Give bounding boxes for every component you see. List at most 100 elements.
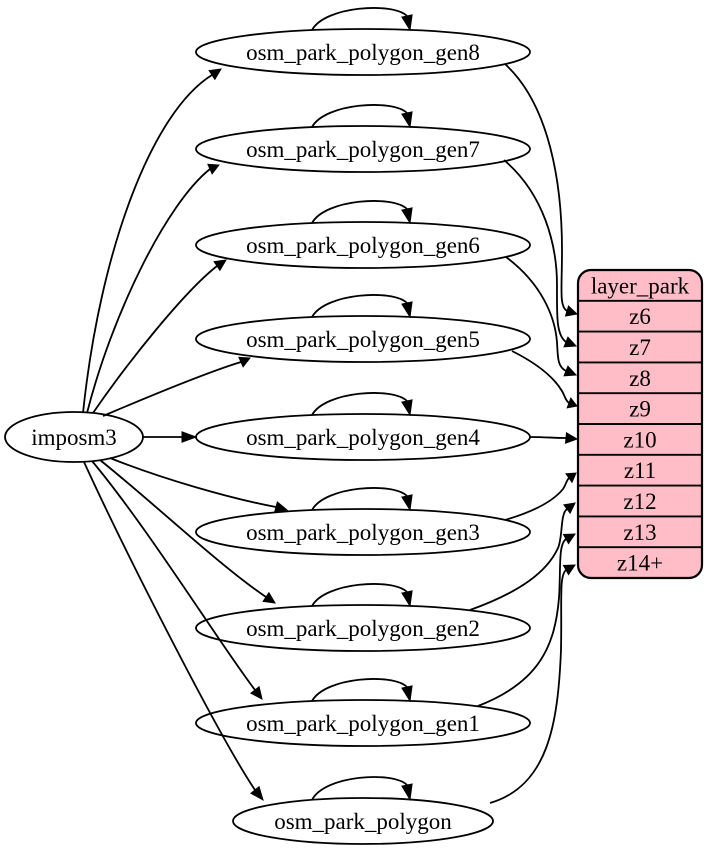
edge-osm_park_polygon-to-layer_park-z14+ bbox=[489, 564, 576, 804]
node-ellipse-osm_park_polygon_gen1 bbox=[195, 699, 531, 747]
edge-self-osm_park_polygon_gen6-line bbox=[311, 200, 408, 224]
edge-self-osm_park_polygon_gen1-line bbox=[311, 678, 408, 702]
edge-imposm3-to-osm_park_polygon_gen2 bbox=[99, 459, 276, 604]
record-title: layer_park bbox=[591, 273, 690, 298]
edge-imposm3-to-osm_park_polygon_gen5-arrowhead bbox=[238, 356, 251, 368]
edge-osm_park_polygon_gen7-to-layer_park-z7-arrowhead bbox=[563, 336, 578, 348]
edge-osm_park_polygon_gen3-to-layer_park-z11-arrowhead bbox=[565, 472, 577, 484]
node-label-osm_park_polygon_gen4: osm_park_polygon_gen4 bbox=[246, 425, 480, 450]
edge-self-osm_park_polygon-arrowhead bbox=[401, 783, 413, 802]
edge-osm_park_polygon_gen4-to-layer_park-z10-arrowhead bbox=[564, 431, 579, 444]
edge-imposm3-to-osm_park_polygon_gen8-line bbox=[82, 74, 213, 414]
edge-osm_park_polygon_gen8-to-layer_park-z6 bbox=[504, 63, 579, 317]
node-label-osm_park_polygon_gen7: osm_park_polygon_gen7 bbox=[246, 137, 480, 162]
edge-imposm3-to-osm_park_polygon_gen1-arrowhead bbox=[249, 685, 263, 700]
node-ellipse-osm_park_polygon bbox=[232, 797, 494, 845]
node-osm_park_polygon_gen5: osm_park_polygon_gen5 bbox=[195, 315, 531, 363]
edge-osm_park_polygon_gen2-to-layer_park-z12 bbox=[469, 502, 576, 611]
edge-osm_park_polygon-to-layer_park-z14+-arrowhead bbox=[562, 564, 576, 576]
edge-osm_park_polygon_gen1-to-layer_park-z13-line bbox=[477, 538, 567, 707]
edge-self-osm_park_polygon_gen5 bbox=[311, 294, 413, 319]
edge-imposm3-to-osm_park_polygon_gen5 bbox=[102, 356, 251, 417]
node-label-osm_park_polygon_gen1: osm_park_polygon_gen1 bbox=[246, 711, 480, 736]
edge-osm_park_polygon_gen6-to-layer_park-z8-line bbox=[505, 256, 567, 372]
edge-osm_park_polygon_gen5-to-layer_park-z9-line bbox=[511, 350, 570, 404]
edge-self-osm_park_polygon_gen4-line bbox=[311, 392, 408, 416]
edge-self-osm_park_polygon_gen8-line bbox=[311, 7, 408, 31]
node-osm_park_polygon_gen2: osm_park_polygon_gen2 bbox=[195, 604, 531, 652]
edge-self-osm_park_polygon_gen7-line bbox=[311, 104, 408, 128]
edge-imposm3-to-osm_park_polygon_gen3-line bbox=[109, 457, 277, 508]
record-row-z13: z13 bbox=[623, 520, 656, 545]
edge-imposm3-to-osm_park_polygon_gen2-arrowhead bbox=[262, 591, 276, 604]
edge-imposm3-to-osm_park_polygon_gen6 bbox=[92, 259, 227, 414]
edge-osm_park_polygon_gen1-to-layer_park-z13 bbox=[477, 533, 576, 707]
edge-imposm3-to-osm_park_polygon_gen8-arrowhead bbox=[208, 68, 222, 81]
edge-self-osm_park_polygon_gen3-arrowhead bbox=[401, 494, 413, 512]
node-label-osm_park_polygon: osm_park_polygon bbox=[274, 809, 452, 834]
edge-imposm3-to-osm_park_polygon_gen6-line bbox=[92, 265, 218, 414]
record-row-z10: z10 bbox=[623, 427, 656, 452]
edge-osm_park_polygon_gen7-to-layer_park-z7 bbox=[503, 159, 578, 348]
node-imposm3: imposm3 bbox=[4, 411, 144, 463]
edge-osm_park_polygon_gen4-to-layer_park-z10 bbox=[529, 431, 579, 444]
edge-imposm3-to-osm_park_polygon-line bbox=[83, 461, 256, 791]
edge-imposm3-to-osm_park_polygon_gen3-arrowhead bbox=[273, 501, 289, 513]
edge-osm_park_polygon_gen4-to-layer_park-z10-line bbox=[529, 436, 567, 439]
edge-self-osm_park_polygon_gen1 bbox=[311, 678, 413, 703]
edge-imposm3-to-osm_park_polygon_gen5-line bbox=[102, 361, 242, 417]
edge-imposm3-to-osm_park_polygon_gen3 bbox=[109, 457, 289, 513]
node-osm_park_polygon_gen4: osm_park_polygon_gen4 bbox=[195, 413, 531, 461]
edge-self-osm_park_polygon_gen3 bbox=[311, 487, 413, 512]
edge-osm_park_polygon_gen8-to-layer_park-z6-line bbox=[504, 63, 568, 312]
edge-osm_park_polygon_gen3-to-layer_park-z11 bbox=[504, 472, 577, 521]
edge-osm_park_polygon_gen1-to-layer_park-z13-arrowhead bbox=[562, 533, 576, 545]
record-row-z14+: z14+ bbox=[617, 551, 663, 576]
edge-osm_park_polygon_gen2-to-layer_park-z12-arrowhead bbox=[562, 502, 576, 515]
edge-self-osm_park_polygon_gen7-arrowhead bbox=[401, 111, 413, 129]
edge-self-osm_park_polygon_gen2 bbox=[311, 583, 413, 608]
node-label-osm_park_polygon_gen8: osm_park_polygon_gen8 bbox=[246, 40, 480, 65]
edge-imposm3-to-osm_park_polygon-arrowhead bbox=[250, 785, 264, 802]
edge-imposm3-to-osm_park_polygon_gen1 bbox=[91, 460, 263, 700]
node-osm_park_polygon_gen7: osm_park_polygon_gen7 bbox=[195, 125, 531, 173]
edge-osm_park_polygon_gen5-to-layer_park-z9-arrowhead bbox=[566, 397, 578, 409]
edge-self-osm_park_polygon_gen1-arrowhead bbox=[401, 685, 413, 703]
node-ellipse-osm_park_polygon_gen3 bbox=[195, 508, 531, 556]
edge-osm_park_polygon_gen6-to-layer_park-z8 bbox=[505, 256, 578, 377]
node-osm_park_polygon_gen1: osm_park_polygon_gen1 bbox=[195, 699, 531, 747]
edge-imposm3-to-osm_park_polygon_gen2-line bbox=[99, 459, 267, 598]
node-ellipse-osm_park_polygon_gen2 bbox=[195, 604, 531, 652]
node-osm_park_polygon_gen6: osm_park_polygon_gen6 bbox=[195, 221, 531, 269]
edge-self-osm_park_polygon-line bbox=[311, 776, 408, 801]
edge-osm_park_polygon_gen2-to-layer_park-z12-line bbox=[469, 508, 568, 611]
node-label-osm_park_polygon_gen5: osm_park_polygon_gen5 bbox=[246, 327, 480, 352]
edge-osm_park_polygon_gen7-to-layer_park-z7-line bbox=[503, 159, 567, 343]
edge-imposm3-to-osm_park_polygon_gen4-arrowhead bbox=[181, 431, 198, 443]
node-label-osm_park_polygon_gen6: osm_park_polygon_gen6 bbox=[246, 233, 480, 258]
node-ellipse-osm_park_polygon_gen7 bbox=[195, 125, 531, 173]
edge-self-osm_park_polygon_gen4-arrowhead bbox=[401, 399, 413, 417]
edge-self-osm_park_polygon_gen8 bbox=[311, 7, 413, 32]
edge-imposm3-to-osm_park_polygon_gen7-line bbox=[86, 168, 211, 414]
edge-osm_park_polygon-to-layer_park-z14+-line bbox=[489, 569, 567, 804]
edge-imposm3-to-osm_park_polygon_gen7-arrowhead bbox=[207, 163, 220, 175]
edge-self-osm_park_polygon_gen7 bbox=[311, 104, 413, 129]
edge-self-osm_park_polygon_gen4 bbox=[311, 392, 413, 417]
node-osm_park_polygon_gen3: osm_park_polygon_gen3 bbox=[195, 508, 531, 556]
edge-self-osm_park_polygon_gen6-arrowhead bbox=[401, 207, 413, 225]
edge-osm_park_polygon_gen8-to-layer_park-z6-arrowhead bbox=[564, 305, 579, 317]
edge-imposm3-to-osm_park_polygon_gen6-arrowhead bbox=[213, 259, 227, 272]
node-osm_park_polygon: osm_park_polygon bbox=[232, 797, 494, 845]
node-ellipse-osm_park_polygon_gen5 bbox=[195, 315, 531, 363]
node-label-imposm3: imposm3 bbox=[31, 425, 117, 450]
edge-self-osm_park_polygon_gen3-line bbox=[311, 487, 408, 511]
edge-imposm3-to-osm_park_polygon_gen7 bbox=[86, 163, 220, 414]
edge-self-osm_park_polygon bbox=[311, 776, 413, 802]
edge-self-osm_park_polygon_gen8-arrowhead bbox=[401, 14, 413, 32]
edge-self-osm_park_polygon_gen6 bbox=[311, 200, 413, 225]
node-ellipse-osm_park_polygon_gen6 bbox=[195, 221, 531, 269]
